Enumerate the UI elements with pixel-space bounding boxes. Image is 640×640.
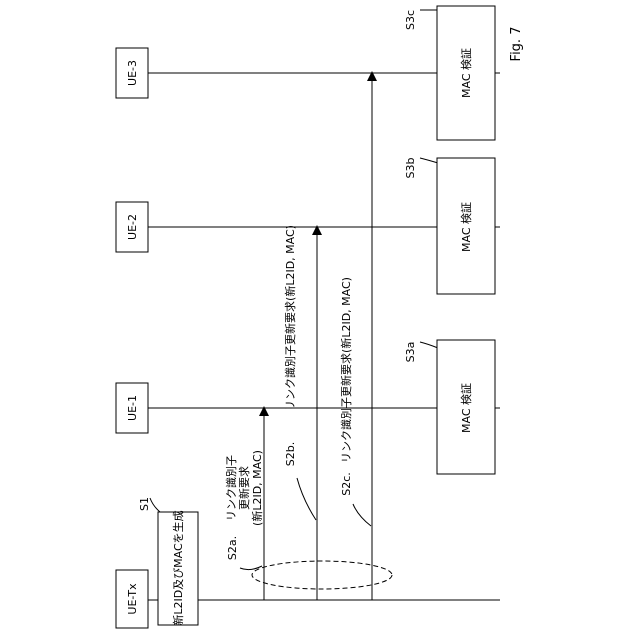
entity-label: UE-3: [126, 60, 139, 86]
step-s1-id: S1: [138, 497, 151, 511]
step-s3a: S3a MAC 検証: [404, 340, 495, 474]
message-s2b: S2b. リンク識別子更新要求(新L2ID, MAC): [283, 225, 317, 600]
step-s3c-id: S3c: [404, 10, 417, 30]
step-s3b: S3b MAC 検証: [404, 158, 495, 294]
step-s2b-label: リンク識別子更新要求(新L2ID, MAC): [283, 225, 297, 411]
step-s2b-id: S2b.: [284, 442, 297, 466]
entity-ue-2: UE-2: [116, 202, 148, 252]
figure-label: Fig. 7: [509, 27, 524, 62]
step-s2a-line2: 更新要求: [237, 466, 251, 510]
step-s3b-leader: [420, 158, 438, 163]
step-s2b-leader: [297, 478, 316, 520]
step-s1-leader: [150, 498, 160, 512]
message-s2a: S2a. リンク識別子 更新要求 (新L2ID, MAC): [225, 411, 264, 600]
entity-label: UE-1: [126, 395, 139, 421]
entity-label: UE-2: [126, 214, 139, 240]
message-s2c: S2c. リンク識別子更新要求(新L2ID, MAC): [339, 76, 372, 600]
entity-ue-1: UE-1: [116, 383, 148, 433]
step-s2a-line3: (新L2ID, MAC): [250, 450, 264, 526]
step-s3b-label: MAC 検証: [459, 202, 473, 252]
step-s3c-label: MAC 検証: [459, 48, 473, 98]
entity-ue-3: UE-3: [116, 48, 148, 98]
step-s1-label: 新L2ID及びMACを生成: [171, 510, 185, 625]
entity-label: UE-Tx: [126, 583, 139, 615]
step-s2c-leader: [353, 504, 371, 526]
message-group-ellipse: [252, 561, 392, 589]
step-s3a-leader: [420, 342, 438, 348]
step-s3a-label: MAC 検証: [459, 383, 473, 433]
entity-ue-tx: UE-Tx: [116, 570, 148, 628]
step-s3a-id: S3a: [404, 342, 417, 363]
step-s2c-id: S2c.: [340, 472, 353, 496]
step-s2a-line1: リンク識別子: [225, 455, 238, 521]
step-s3b-id: S3b: [404, 158, 417, 179]
step-s2a-id: S2a.: [226, 536, 239, 560]
step-s2c-label: リンク識別子更新要求(新L2ID, MAC): [339, 277, 353, 463]
